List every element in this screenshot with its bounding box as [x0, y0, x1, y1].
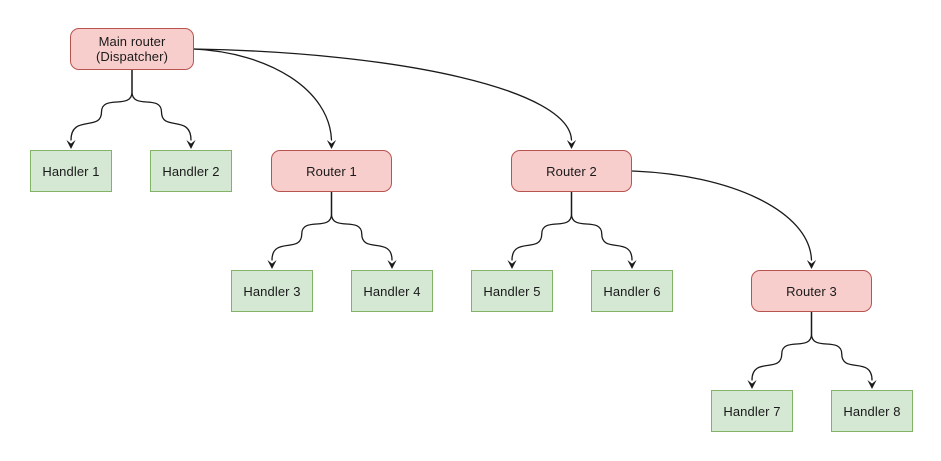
arrowhead-e-r2-r3 — [806, 260, 817, 269]
edge-e-main-r2 — [193, 48, 573, 141]
edge-e-r3-h7 — [751, 311, 813, 381]
arrowhead-e-r3-h7 — [747, 380, 757, 389]
edge-e-r2-h5 — [511, 191, 573, 261]
node-handler-4[interactable]: Handler 4 — [351, 270, 433, 312]
node-handler-5[interactable]: Handler 5 — [471, 270, 553, 312]
arrowhead-e-main-r1 — [326, 140, 337, 149]
arrowhead-e-r2-h5 — [507, 260, 517, 269]
edge-e-r1-h4 — [330, 191, 393, 261]
node-handler-7[interactable]: Handler 7 — [711, 390, 793, 432]
edge-e-r2-r3 — [631, 170, 813, 261]
node-router-1[interactable]: Router 1 — [271, 150, 392, 192]
edge-e-r3-h8 — [810, 311, 873, 381]
node-handler-6[interactable]: Handler 6 — [591, 270, 673, 312]
arrowhead-e-r1-h3 — [267, 260, 277, 269]
arrowhead-e-main-r2 — [566, 140, 577, 149]
arrowhead-e-main-h1 — [66, 140, 76, 149]
node-handler-8[interactable]: Handler 8 — [831, 390, 913, 432]
node-router-2[interactable]: Router 2 — [511, 150, 632, 192]
arrowhead-e-r2-h6 — [627, 260, 637, 269]
edge-e-main-r1 — [193, 48, 333, 141]
edge-e-main-h1 — [70, 69, 133, 141]
node-main-router[interactable]: Main router (Dispatcher) — [70, 28, 194, 70]
node-handler-3[interactable]: Handler 3 — [231, 270, 313, 312]
node-handler-1[interactable]: Handler 1 — [30, 150, 112, 192]
arrowhead-e-main-h2 — [186, 140, 196, 149]
edge-e-main-h2 — [131, 69, 192, 141]
arrowhead-e-r3-h8 — [867, 380, 877, 389]
edge-e-r2-h6 — [570, 191, 633, 261]
arrowhead-e-r1-h4 — [387, 260, 397, 269]
node-handler-2[interactable]: Handler 2 — [150, 150, 232, 192]
node-router-3[interactable]: Router 3 — [751, 270, 872, 312]
edge-e-r1-h3 — [271, 191, 333, 261]
